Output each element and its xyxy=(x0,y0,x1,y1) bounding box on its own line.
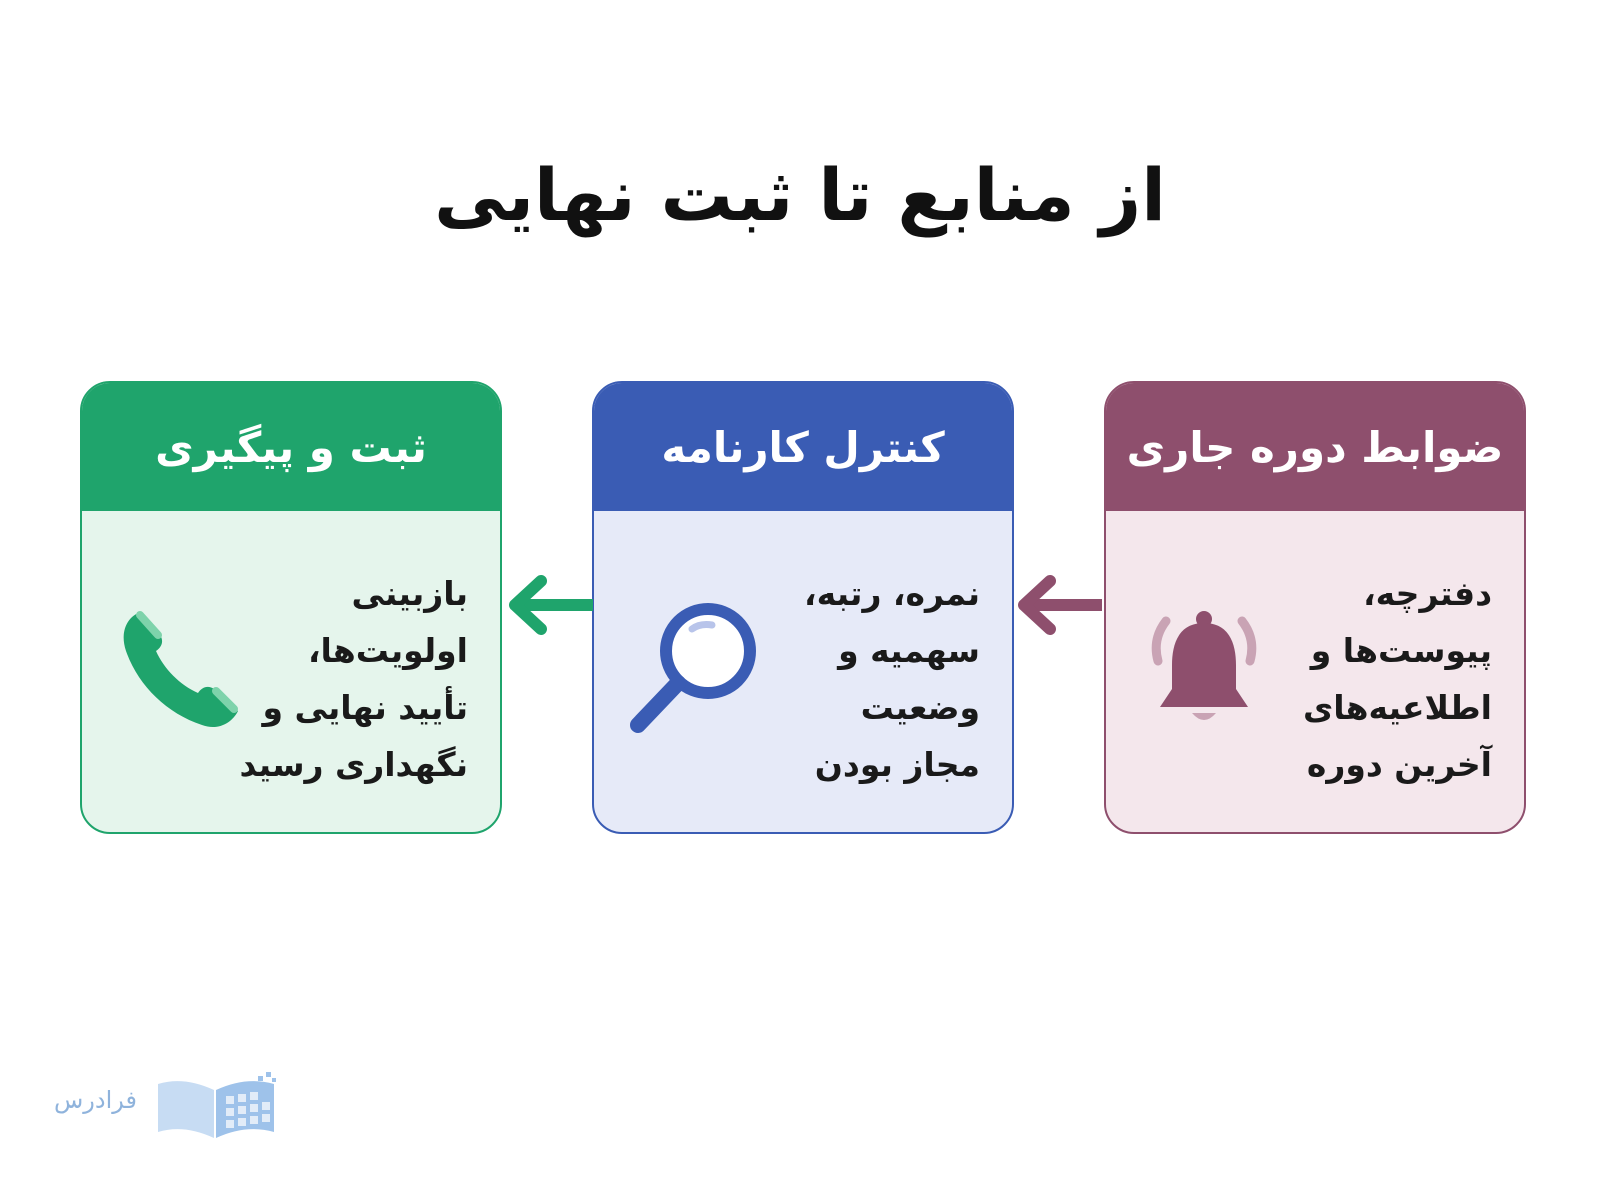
bell-icon xyxy=(1151,611,1257,720)
book-logo-icon xyxy=(158,1072,276,1138)
card-text: بازبینی اولویت‌ها، تأیید نهایی و نگهداری… xyxy=(239,574,468,784)
card-title: ضوابط دوره جاری xyxy=(1126,422,1504,472)
card-header: ضوابط دوره جاری xyxy=(1106,383,1524,511)
card-registration: ثبت و پیگیری بازبینی اولویت‌ها، تأیید نه… xyxy=(80,381,502,834)
card-text: دفترچه، پیوست‌ها و اطلاعیه‌های آخرین دور… xyxy=(1303,574,1492,784)
logo-text: فرادرس xyxy=(54,1086,137,1114)
card-header: ثبت و پیگیری xyxy=(82,383,500,511)
faradars-logo: فرادرس xyxy=(54,1072,284,1142)
card-body: دفترچه، پیوست‌ها و اطلاعیه‌های آخرین دور… xyxy=(1106,511,1524,832)
card-title: ثبت و پیگیری xyxy=(155,422,427,472)
magnifier-icon xyxy=(630,603,756,733)
card-header: کنترل کارنامه xyxy=(594,383,1012,511)
page-title: از منابع تا ثبت نهایی xyxy=(434,153,1166,237)
card-title: کنترل کارنامه xyxy=(661,422,945,472)
phone-icon xyxy=(123,611,238,728)
arrow-left-icon xyxy=(1018,575,1102,635)
arrow-left-icon xyxy=(509,575,593,635)
card-body: بازبینی اولویت‌ها، تأیید نهایی و نگهداری… xyxy=(82,511,500,832)
card-text: نمره، رتبه، سهمیه و وضعیت مجاز بودن xyxy=(804,574,980,784)
card-body: نمره، رتبه، سهمیه و وضعیت مجاز بودن xyxy=(594,511,1012,832)
card-transcript-check: کنترل کارنامه نمره، رتبه، سهمیه و وضعیت … xyxy=(592,381,1014,834)
card-current-rules: ضوابط دوره جاری دفترچه، پیوست‌ها و اطلاع… xyxy=(1104,381,1526,834)
